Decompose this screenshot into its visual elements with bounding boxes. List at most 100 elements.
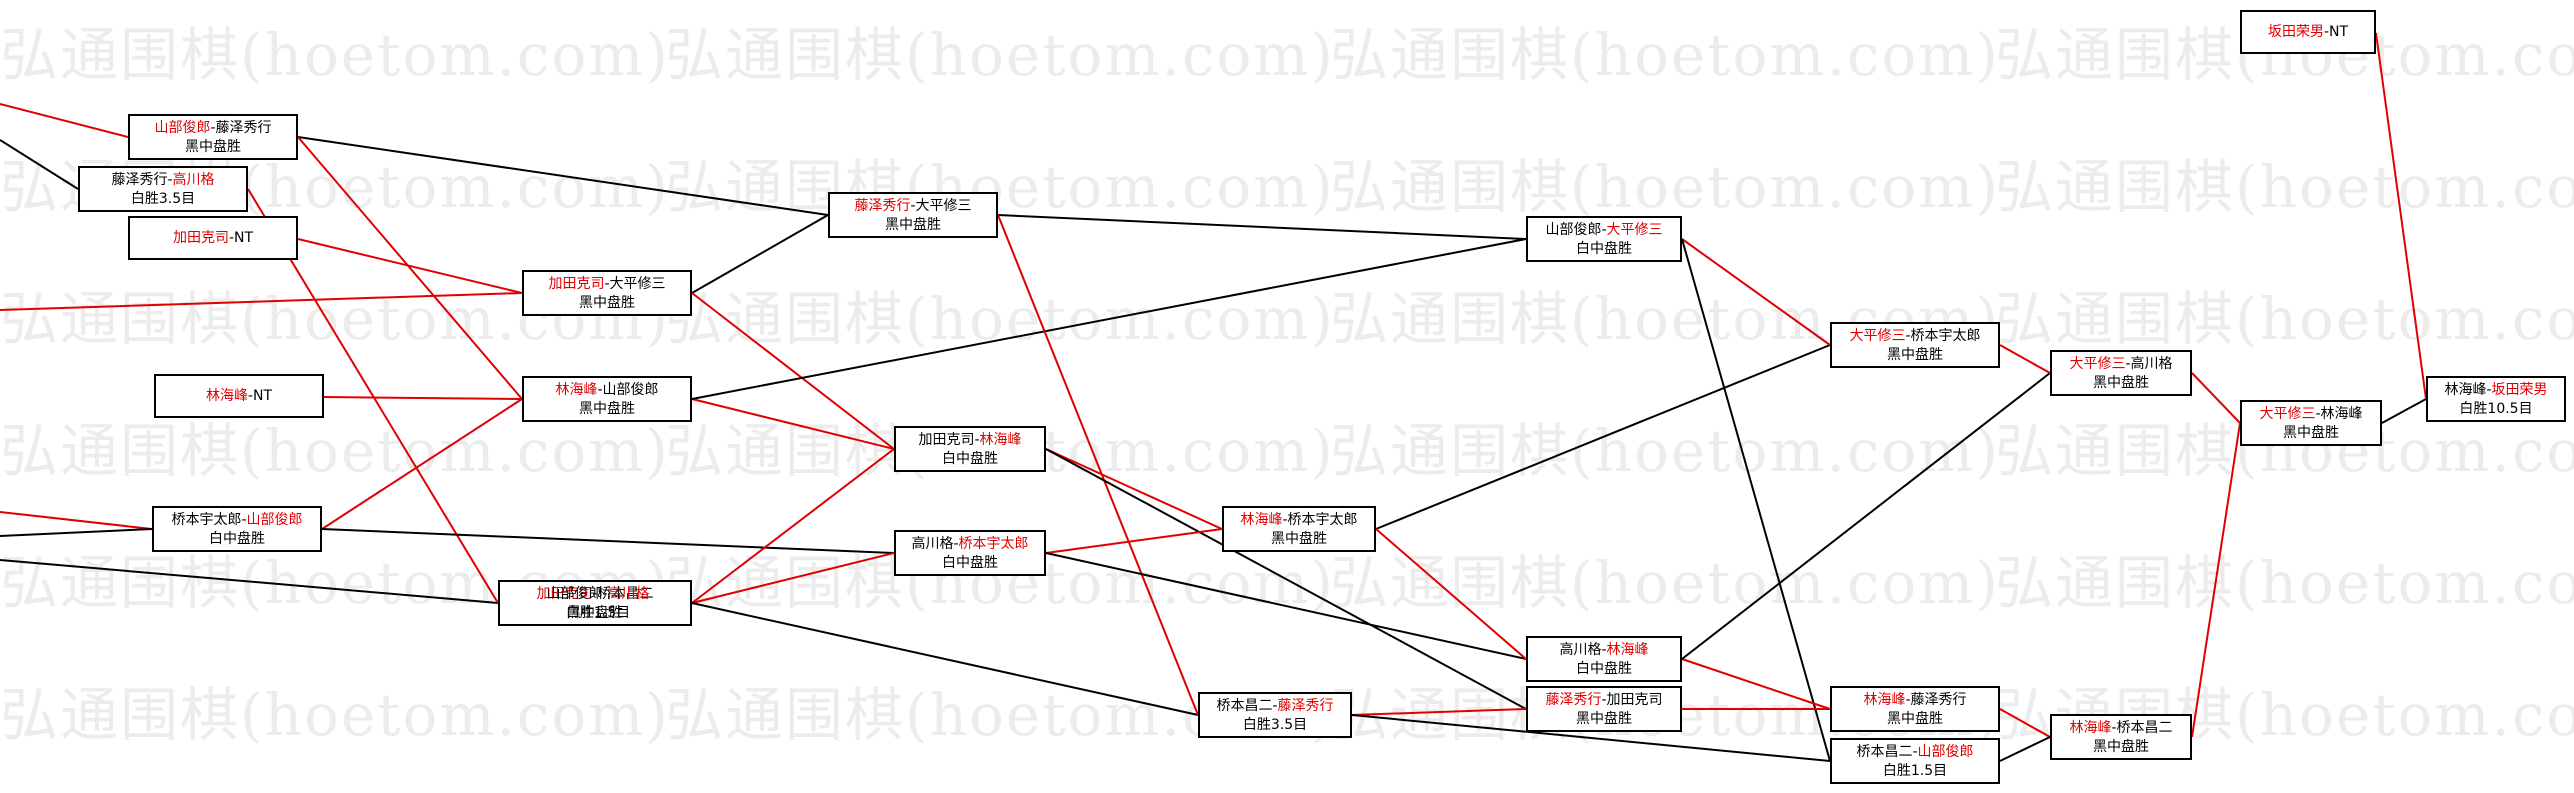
player-separator: - xyxy=(241,512,247,528)
match-node: 桥本宇太郎-山部俊郎白中盘胜 xyxy=(152,506,322,552)
match-node: 林海峰-NT xyxy=(154,374,324,418)
bracket-connector xyxy=(0,139,79,190)
match-result: 白中盘胜 xyxy=(209,531,265,547)
match-players: 高川格-桥本宇太郎 xyxy=(896,535,1044,554)
bracket-connector xyxy=(1045,448,1527,710)
player-one-name: 加田克司 xyxy=(536,586,593,602)
match-players: 大平修三-林海峰 xyxy=(2242,405,2380,424)
player-one-name: 藤泽秀行 xyxy=(111,172,168,188)
player-one-name: 加田克司 xyxy=(172,230,229,246)
player-two-name: 大平修三 xyxy=(609,276,666,292)
match-players: 林海峰-桥本昌二 xyxy=(2052,719,2190,738)
match-result: 黑中盘胜 xyxy=(567,605,623,621)
match-node: 藤泽秀行-高川格白胜3.5目 xyxy=(78,166,248,212)
player-one-name: 高川格 xyxy=(1559,642,1602,658)
match-node: 林海峰-桥本昌二黑中盘胜 xyxy=(2050,714,2192,760)
match-players: 桥本昌二-藤泽秀行 xyxy=(1200,697,1350,716)
player-one-name: 林海峰 xyxy=(205,388,248,404)
player-one-name: 山部俊郎 xyxy=(154,120,211,136)
bracket-connector xyxy=(2375,32,2427,400)
bracket-connector xyxy=(1681,238,1831,762)
match-node: 大平修三-林海峰黑中盘胜 xyxy=(2240,400,2382,446)
player-two-name: 藤泽秀行 xyxy=(1277,698,1334,714)
match-node: 高川格-桥本宇太郎白中盘胜 xyxy=(894,530,1046,576)
match-result: 白中盘胜 xyxy=(942,555,998,571)
match-node: 加田克司-大平修三黑中盘胜 xyxy=(522,270,692,316)
bracket-connector xyxy=(1999,736,2051,762)
player-one-name: 桥本宇太郎 xyxy=(171,512,242,528)
player-one-name: 加田克司 xyxy=(548,276,605,292)
match-node: 加田克司-NT xyxy=(128,216,298,260)
player-separator: - xyxy=(1601,642,1607,658)
bracket-connector xyxy=(691,448,895,604)
player-separator: - xyxy=(2315,406,2321,422)
bracket-connector xyxy=(321,528,895,554)
player-separator: - xyxy=(2486,382,2492,398)
match-node: 加田克司-林海峰白中盘胜 xyxy=(894,426,1046,472)
match-players: 林海峰-山部俊郎 xyxy=(524,381,690,400)
player-one-name: 藤泽秀行 xyxy=(1545,692,1602,708)
bracket-connector xyxy=(691,602,1199,716)
match-players: 桥本昌二-山部俊郎 xyxy=(1832,743,1998,762)
player-two-name: 加田克司 xyxy=(1606,692,1663,708)
player-separator: - xyxy=(2111,720,2117,736)
player-two-name: NT xyxy=(253,388,273,404)
bracket-connector xyxy=(297,136,523,400)
match-node: 加田克司-桥本昌二黑中盘胜 xyxy=(498,580,692,626)
bracket-connector xyxy=(323,396,523,400)
player-separator: - xyxy=(228,230,235,246)
player-two-name: 高川格 xyxy=(607,586,650,602)
match-players: 坂田荣男-NT xyxy=(2242,23,2374,42)
player-separator: - xyxy=(1282,512,1288,528)
match-result: 黑中盘胜 xyxy=(1271,531,1327,547)
bracket-connector xyxy=(1681,372,2051,660)
player-two-name: 桥本宇太郎 xyxy=(1910,328,1981,344)
player-separator: - xyxy=(167,172,173,188)
match-result: 黑中盘胜 xyxy=(579,295,635,311)
player-separator: - xyxy=(597,382,603,398)
player-one-name: 山部俊郎 xyxy=(546,586,603,602)
bracket-connector xyxy=(1999,708,2051,738)
match-players: 桥本宇太郎-山部俊郎 xyxy=(154,511,320,530)
match-result: 白胜10.5目 xyxy=(2459,401,2533,417)
match-players: 加田克司-大平修三 xyxy=(524,275,690,294)
player-two-name: 坂田荣男 xyxy=(2491,382,2548,398)
bracket-connector xyxy=(1045,528,1223,554)
player-separator: - xyxy=(2125,356,2131,372)
player-two-name: 山部俊郎 xyxy=(1917,744,1974,760)
player-one-name: 林海峰 xyxy=(2069,720,2112,736)
bracket-connector xyxy=(1375,344,1831,530)
bracket-connector xyxy=(691,292,895,450)
match-node: 山部俊郎-藤泽秀行黑中盘胜 xyxy=(128,114,298,160)
player-two-name: 桥本宇太郎 xyxy=(958,536,1029,552)
match-result: 黑中盘胜 xyxy=(1887,711,1943,727)
bracket-connector xyxy=(0,511,153,530)
player-separator: - xyxy=(953,536,959,552)
player-separator: - xyxy=(1272,698,1278,714)
bracket-connector xyxy=(1351,714,1831,762)
match-node: 大平修三-桥本宇太郎黑中盘胜 xyxy=(1830,322,2000,368)
player-separator: - xyxy=(910,198,916,214)
bracket-connector xyxy=(1351,708,1527,716)
match-result: 黑中盘胜 xyxy=(185,139,241,155)
player-one-name: 坂田荣男 xyxy=(2267,24,2324,40)
match-result: 黑中盘胜 xyxy=(2093,375,2149,391)
match-result: 黑中盘胜 xyxy=(2283,425,2339,441)
match-players: 加田克司-桥本昌二 xyxy=(500,585,690,604)
bracket-connector xyxy=(997,214,1199,716)
match-result: 白胜1.5目 xyxy=(1882,763,1948,779)
match-node: 坂田荣男-NT xyxy=(2240,10,2376,54)
match-result: 黑中盘胜 xyxy=(885,217,941,233)
bracket-connector xyxy=(321,398,523,530)
player-one-name: 高川格 xyxy=(911,536,954,552)
bracket-connector xyxy=(2191,422,2241,738)
player-two-name: 藤泽秀行 xyxy=(1910,692,1967,708)
player-one-name: 大平修三 xyxy=(2259,406,2316,422)
match-node: 桥本昌二-藤泽秀行白胜3.5目 xyxy=(1198,692,1352,738)
bracket-connector xyxy=(691,214,829,294)
match-players: 山部俊郎-大平修三 xyxy=(1528,221,1680,240)
match-result: 黑中盘胜 xyxy=(579,401,635,417)
match-players: 林海峰-藤泽秀行 xyxy=(1832,691,1998,710)
match-players: 大平修三-桥本宇太郎 xyxy=(1832,327,1998,346)
